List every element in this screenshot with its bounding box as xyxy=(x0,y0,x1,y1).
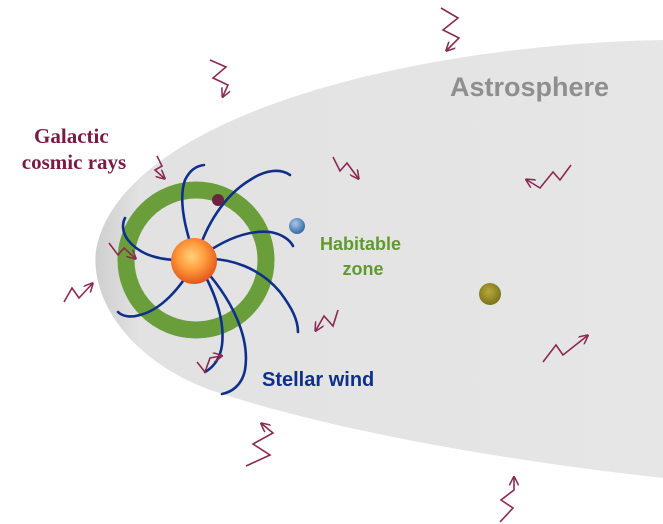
zigzag-arrow-icon xyxy=(196,356,221,374)
zigzag-arrow-icon xyxy=(63,284,92,303)
astrosphere-region xyxy=(95,40,663,478)
stellar-wind-spirals xyxy=(116,163,300,396)
star-sun-icon xyxy=(171,238,217,284)
wind-spiral xyxy=(194,258,248,396)
wind-spiral xyxy=(194,169,292,262)
galactic-cosmic-rays-label: Galactic cosmic rays xyxy=(22,124,126,174)
wind-spiral xyxy=(194,257,300,334)
zigzag-arrow-icon xyxy=(440,7,461,50)
wind-spiral xyxy=(116,258,198,318)
zigzag-arrow-icon xyxy=(542,336,587,363)
wind-spiral xyxy=(121,216,198,262)
zigzag-arrow-icon xyxy=(316,309,339,330)
zigzag-arrow-icon xyxy=(108,242,135,258)
galactic-cosmic-rays-line1: Galactic xyxy=(34,124,109,148)
inner-planet-icon xyxy=(212,194,224,206)
zigzag-arrow-icon xyxy=(332,156,358,178)
zigzag-arrow-icon xyxy=(209,59,228,96)
galactic-cosmic-rays-line2: cosmic rays xyxy=(22,150,126,174)
stellar-wind-label: Stellar wind xyxy=(262,369,374,391)
wind-spiral xyxy=(180,163,206,262)
habitable-zone-line1: Habitable xyxy=(320,234,401,254)
habitable-zone-line2: zone xyxy=(342,259,383,279)
zigzag-arrow-icon xyxy=(153,155,164,178)
zigzag-arrow-icon xyxy=(499,478,514,523)
zigzag-arrow-icon xyxy=(245,424,275,467)
habitable-planet-icon xyxy=(289,218,305,234)
wind-spiral xyxy=(194,230,295,262)
outer-planet-icon xyxy=(479,283,501,305)
wind-spiral xyxy=(194,258,224,374)
astrosphere-label: Astrosphere xyxy=(450,72,609,102)
zigzag-arrow-icon xyxy=(527,164,572,190)
habitable-zone-ring xyxy=(117,181,275,339)
habitable-zone-label: Habitable zone xyxy=(320,234,406,279)
cosmic-ray-arrows xyxy=(63,7,587,523)
